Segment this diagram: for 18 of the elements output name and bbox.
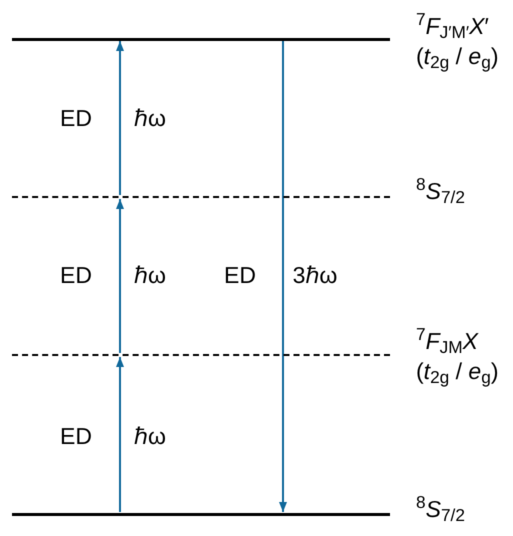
arrow [116, 357, 124, 512]
transition-label: ℏω [134, 422, 166, 450]
level-label: $^{7}$F$_{J′M′}$X′ [416, 11, 490, 41]
transition-label: ℏω [134, 261, 166, 289]
level-label: $^{7}$F$_{JM}$X [416, 326, 480, 356]
arrow [116, 199, 124, 353]
transition-label: ℏω [134, 104, 166, 132]
transition-label: 3ℏω [292, 261, 338, 289]
arrow [116, 41, 124, 195]
transition-label: ED [60, 104, 92, 132]
transition-label: ED [224, 261, 256, 289]
level-label: (t$_{2g}$ / e$_{g}$) [416, 357, 498, 386]
arrow [279, 41, 287, 512]
transition-label: ED [60, 261, 92, 289]
level-label: $^{8}$S$_{7/2}$ [416, 494, 465, 524]
transition-label: ED [60, 422, 92, 450]
level-label: (t$_{2g}$ / e$_{g}$) [416, 42, 498, 71]
level-label: $^{8}$S$_{7/2}$ [416, 176, 465, 206]
